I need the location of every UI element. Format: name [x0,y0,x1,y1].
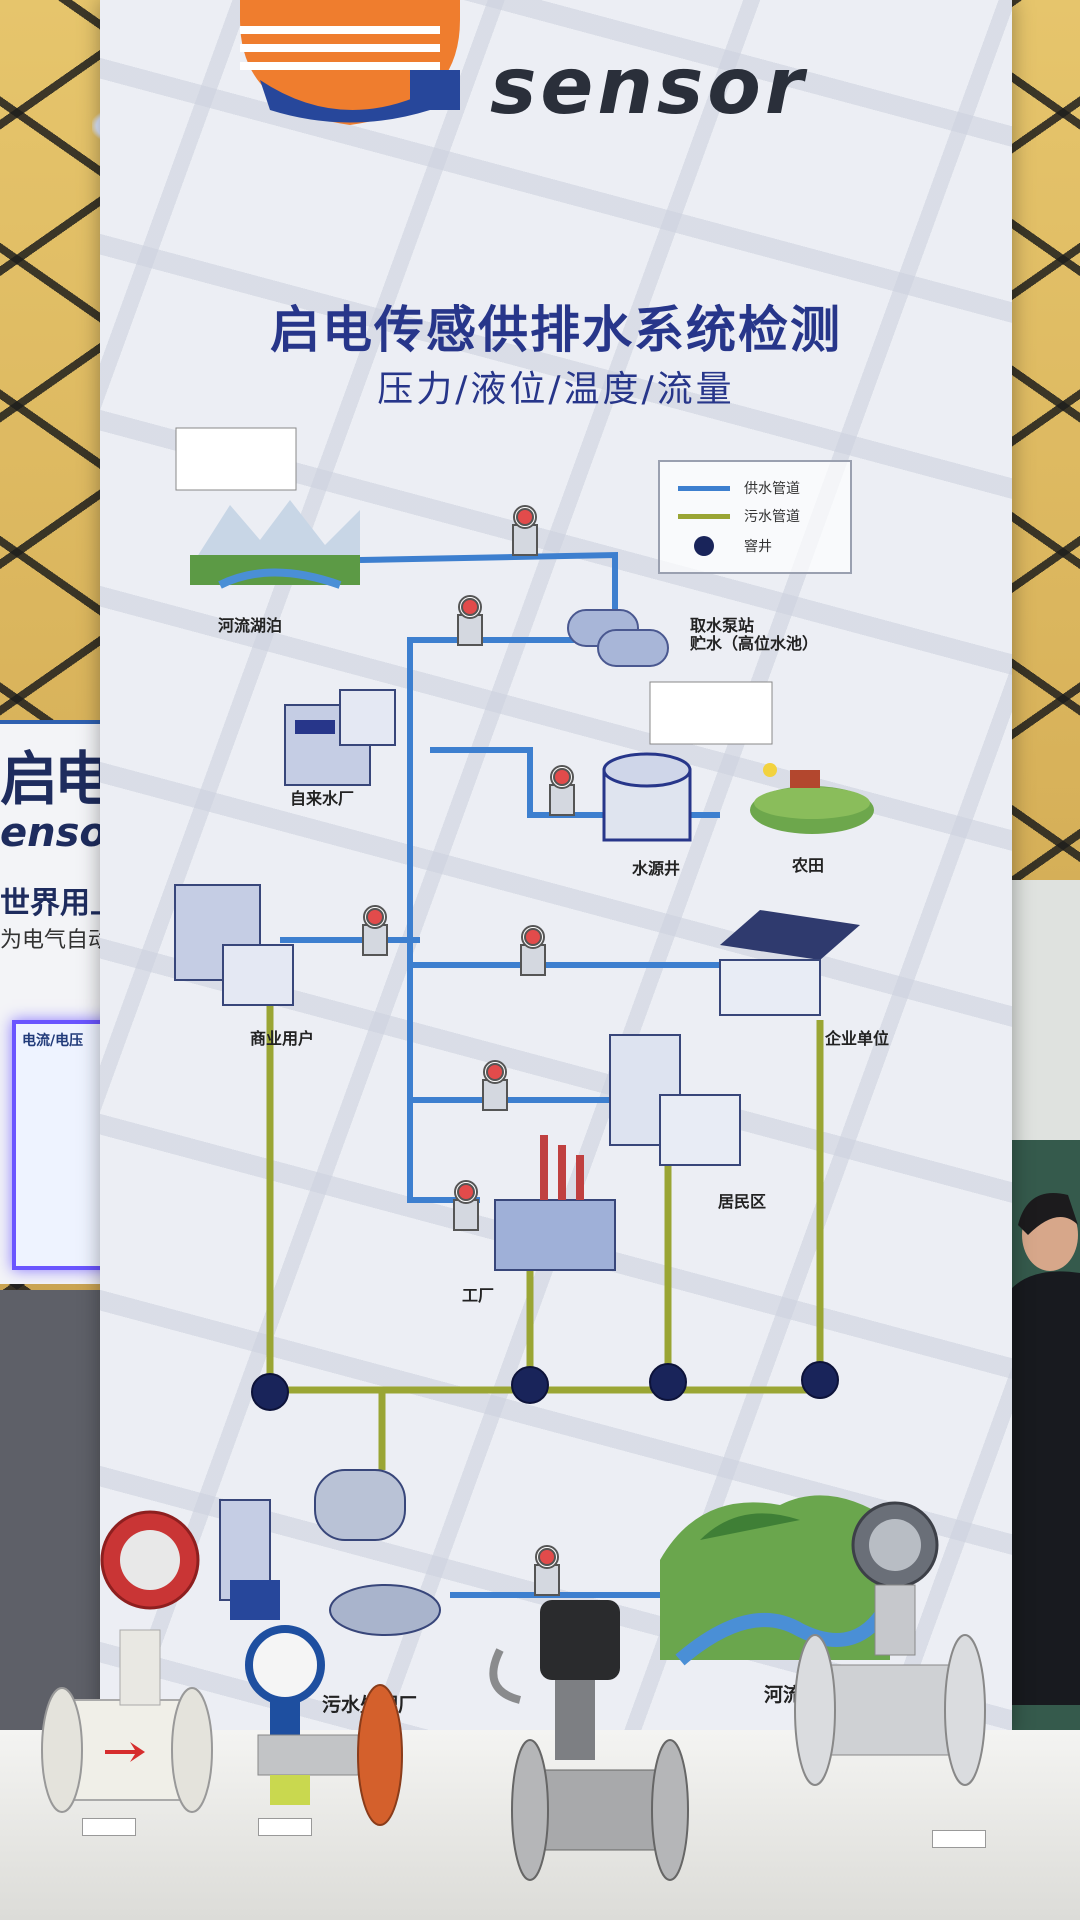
turbine-flowmeter-product [794,1501,986,1786]
label-farm: 农田 [792,856,825,875]
city-map-background [100,0,1012,1735]
factory [494,1135,616,1271]
enterprise-building [719,910,860,1016]
banner-title: 启电传感供排水系统检测 [270,301,842,359]
legend-item-sewage: 污水管道 [678,506,800,526]
manholes [251,1361,839,1411]
neighbor-brand: 启电 [0,745,112,813]
manhole-swatch [694,536,714,556]
water-system-diagram [174,427,897,1666]
river-lake-bottom [660,1495,897,1666]
farmland [750,763,874,834]
product-tag [82,1818,136,1836]
supply-line-swatch [678,485,730,491]
product-thumbnail [175,427,297,491]
river-lake-top [190,500,360,589]
label-well: 水源井 [632,859,681,878]
product-tag [932,1830,986,1848]
commercial-buildings [174,884,294,1006]
banner-subtitle: 压力/液位/温度/流量 [377,369,735,410]
product-thumbnail [649,681,773,745]
sewage-treatment-plant [219,1469,441,1636]
label-pump-station: 取水泵站 [690,616,755,635]
label-residential: 居民区 [718,1192,767,1211]
sewage-line-swatch [678,513,730,519]
legend-label: 污水管道 [744,509,800,525]
product-tag [258,1818,312,1836]
visitor-person [1002,1193,1080,1705]
water-plant [284,689,396,786]
pump-station [567,609,669,667]
electromagnetic-flowmeter-product [41,1510,213,1813]
label-enterprise: 企业单位 [825,1029,890,1048]
label-pump-station-sub: 贮水（高位水池） [690,634,819,653]
company-logo-text: sensor [490,42,808,132]
pipe-legend: 供水管道 污水管道 窨井 [658,460,852,574]
label-commercial: 商业用户 [250,1029,315,1048]
vortex-flowmeter-product [489,1600,689,1881]
company-logo-icon [240,0,460,125]
legend-item-manhole: 窨井 [678,536,772,556]
exhibition-banner: sensor 启电传感供排水系统检测 压力/液位/温度/流量 供水管道 污水管道… [100,0,1012,1735]
residential-buildings [609,1034,741,1166]
neighbor-screen-title: 电流/电压 [22,1033,84,1049]
label-factory: 工厂 [462,1286,495,1305]
neighbor-slogan-sub: 为电气自动 [0,928,111,953]
legend-label: 窨井 [744,539,772,555]
flow-meters [362,505,575,1596]
pressure-transmitter-product [245,1625,403,1826]
legend-item-supply: 供水管道 [678,478,800,498]
water-source-well [602,752,692,842]
label-river-top: 河流湖泊 [218,616,283,635]
label-water-plant: 自来水厂 [290,789,355,808]
legend-label: 供水管道 [744,481,800,497]
